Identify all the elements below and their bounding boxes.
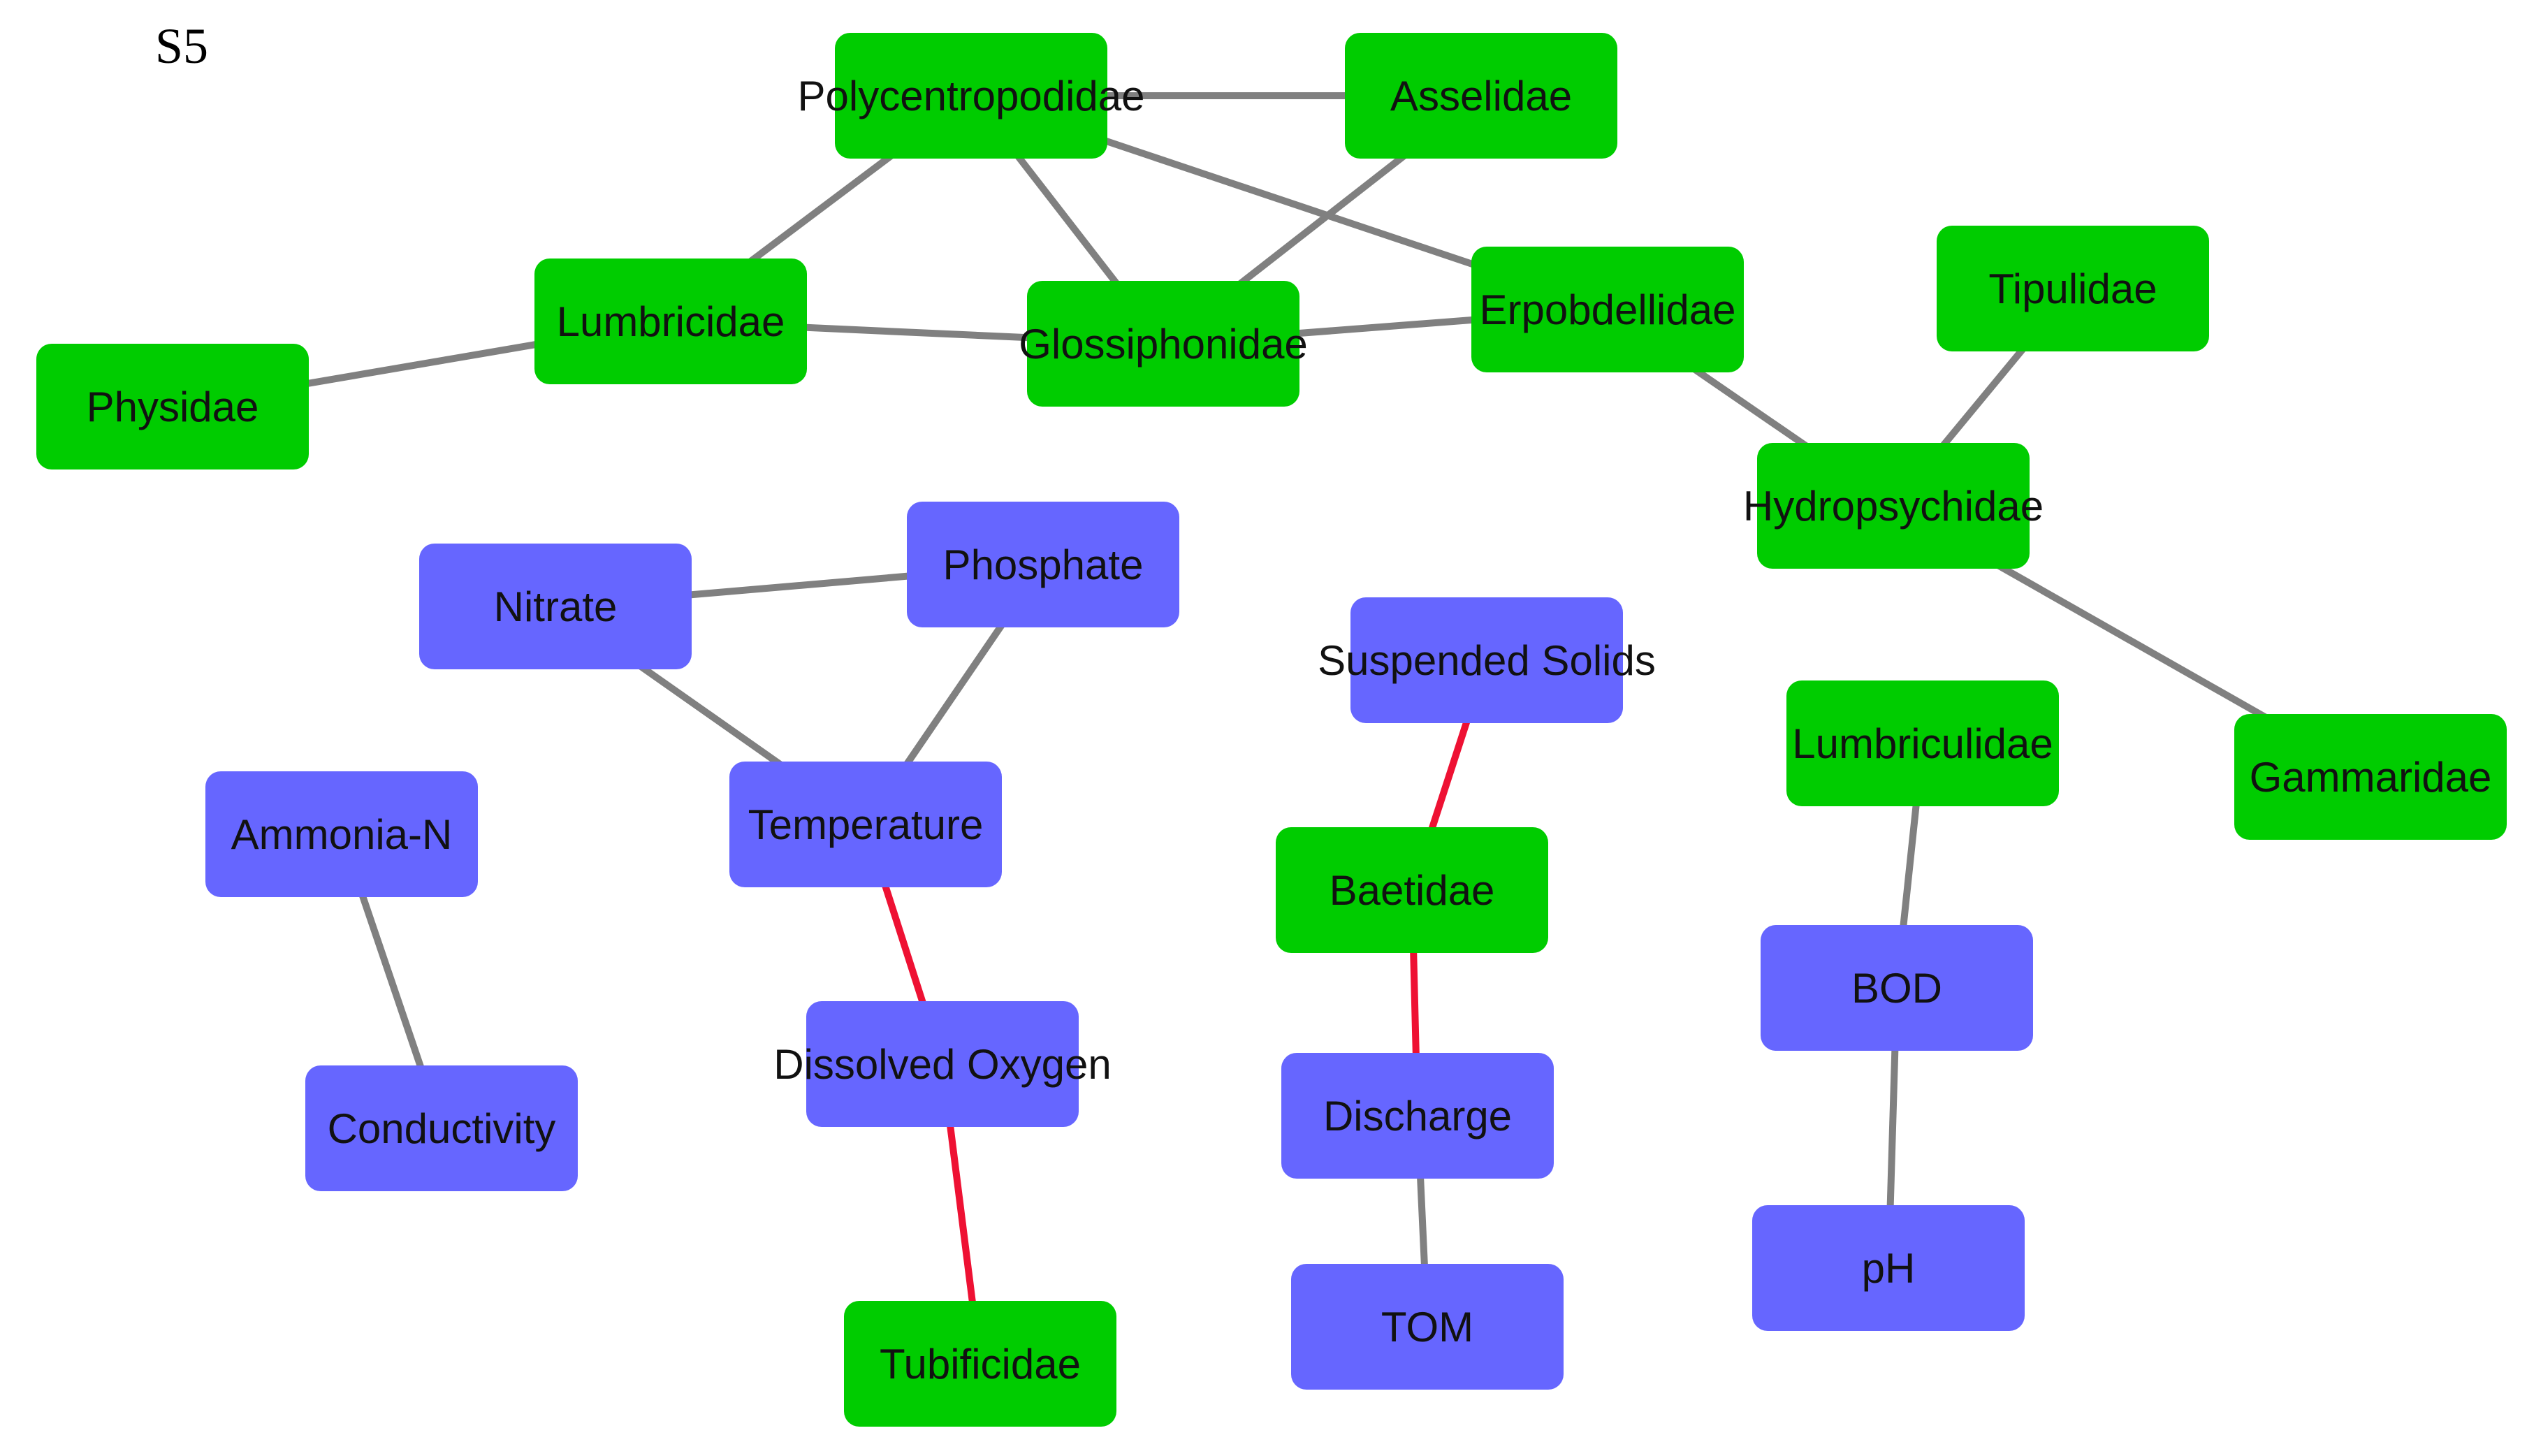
node-nitrate[interactable]: Nitrate	[419, 544, 692, 669]
node-lumbricidae[interactable]: Lumbricidae	[534, 259, 807, 384]
panel-label: S5	[155, 18, 209, 74]
node-label: Physidae	[86, 383, 259, 430]
node-hydropsychidae[interactable]: Hydropsychidae	[1743, 443, 2044, 569]
node-label: Discharge	[1323, 1092, 1513, 1140]
node-label: Tipulidae	[1988, 265, 2157, 312]
node-conductivity[interactable]: Conductivity	[305, 1065, 578, 1191]
node-label: Conductivity	[327, 1105, 556, 1152]
node-label: TOM	[1381, 1303, 1474, 1351]
node-dissolved-oxygen[interactable]: Dissolved Oxygen	[773, 1001, 1112, 1127]
node-discharge[interactable]: Discharge	[1281, 1053, 1554, 1179]
node-label: BOD	[1851, 964, 1943, 1012]
node-label: Polycentropodidae	[797, 72, 1145, 119]
node-suspended-solids[interactable]: Suspended Solids	[1318, 597, 1656, 723]
node-bod[interactable]: BOD	[1761, 925, 2033, 1051]
node-phosphate[interactable]: Phosphate	[907, 502, 1179, 627]
node-label: Hydropsychidae	[1742, 482, 2044, 530]
node-label: Suspended Solids	[1318, 636, 1656, 684]
node-label: Temperature	[748, 801, 984, 848]
node-label: Dissolved Oxygen	[773, 1040, 1112, 1088]
node-label: Lumbriculidae	[1792, 720, 2053, 767]
node-tubificidae[interactable]: Tubificidae	[844, 1301, 1116, 1427]
node-label: Nitrate	[493, 583, 618, 630]
node-erpobdellidae[interactable]: Erpobdellidae	[1471, 247, 1744, 372]
node-label: Gammaridae	[2249, 753, 2492, 801]
node-label: Ammonia-N	[231, 810, 453, 858]
node-baetidae[interactable]: Baetidae	[1276, 827, 1548, 953]
node-polycentropodidae[interactable]: Polycentropodidae	[797, 33, 1145, 159]
node-label: Lumbricidae	[556, 298, 785, 345]
node-tipulidae[interactable]: Tipulidae	[1937, 226, 2209, 351]
node-temperature[interactable]: Temperature	[729, 762, 1002, 887]
node-ammonia-n[interactable]: Ammonia-N	[205, 771, 478, 897]
node-label: Asselidae	[1390, 72, 1573, 119]
node-label: pH	[1861, 1244, 1916, 1292]
node-glossiphonidae[interactable]: Glossiphonidae	[1019, 281, 1308, 407]
node-physidae[interactable]: Physidae	[36, 344, 309, 469]
node-label: Tubificidae	[880, 1340, 1081, 1388]
node-label: Baetidae	[1329, 866, 1495, 914]
node-lumbriculidae[interactable]: Lumbriculidae	[1786, 680, 2059, 806]
node-label: Glossiphonidae	[1019, 320, 1308, 367]
node-label: Erpobdellidae	[1479, 286, 1736, 333]
node-asselidae[interactable]: Asselidae	[1345, 33, 1617, 159]
node-label: Phosphate	[942, 541, 1144, 588]
node-gammaridae[interactable]: Gammaridae	[2234, 714, 2507, 840]
node-ph[interactable]: pH	[1752, 1205, 2025, 1331]
node-tom[interactable]: TOM	[1291, 1264, 1564, 1390]
